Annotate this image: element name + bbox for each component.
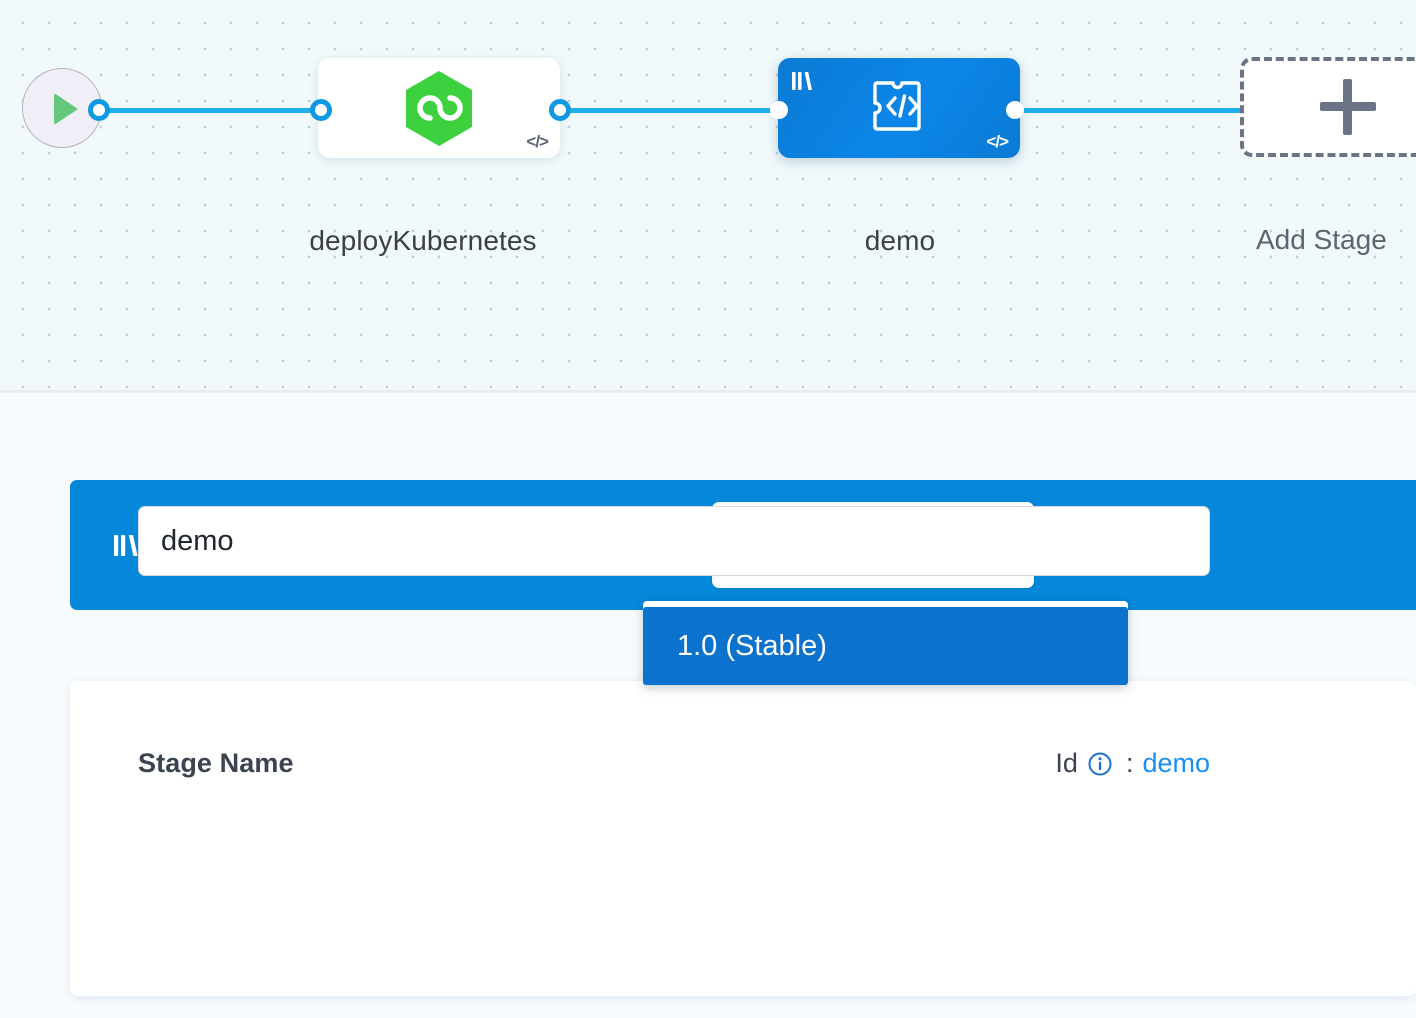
stage-details-panel: Using Template: Barrier Demo 1.0 STABLE … <box>0 393 1416 1018</box>
dropdown-option-1-0-stable[interactable]: 1.0 (Stable) <box>643 607 1128 685</box>
stage-form-card: Stage Name Id : demo <box>70 681 1416 996</box>
add-stage-button[interactable] <box>1240 57 1416 157</box>
pipeline-canvas[interactable]: </> deployKubernetes </> demo Add Stage <box>0 0 1416 392</box>
canvas-divider <box>0 390 1416 393</box>
code-icon[interactable]: </> <box>986 132 1009 151</box>
stage-id-value[interactable]: demo <box>1142 748 1210 778</box>
stage-name-row: Stage Name Id : demo <box>138 748 1210 779</box>
code-icon[interactable]: </> <box>526 132 549 151</box>
harness-deploy-hexagon-icon <box>403 69 475 147</box>
stage-node-demo[interactable]: </> <box>778 58 1020 158</box>
plus-icon <box>1343 79 1352 135</box>
connector-dot-input[interactable] <box>770 101 788 119</box>
play-icon <box>54 93 78 125</box>
connector-dot[interactable] <box>549 99 571 121</box>
connector-wire <box>95 108 330 113</box>
connector-wire <box>1005 108 1250 113</box>
connector-dot-output[interactable] <box>1006 101 1024 119</box>
connector-wire <box>548 108 788 113</box>
add-stage-label: Add Stage <box>1256 224 1387 255</box>
stage-name-label: Stage Name <box>138 748 294 778</box>
template-library-icon <box>790 68 816 94</box>
stage-node-label-demo: demo <box>864 225 936 256</box>
connector-dot[interactable] <box>88 99 110 121</box>
connector-dot[interactable] <box>310 99 332 121</box>
id-separator: : <box>1125 748 1134 778</box>
stage-name-input[interactable] <box>138 506 1210 576</box>
stage-node-deploy-kubernetes[interactable]: </> <box>318 58 560 158</box>
id-label: Id <box>1055 748 1078 778</box>
template-puzzle-code-icon <box>863 69 935 147</box>
info-icon[interactable] <box>1087 751 1113 777</box>
stage-id-group: Id : demo <box>1055 748 1210 779</box>
template-library-icon <box>112 530 142 560</box>
template-version-dropdown[interactable]: 1.0 (Stable) <box>643 601 1128 685</box>
stage-node-label-deploy-kubernetes: deployKubernetes <box>309 225 537 256</box>
